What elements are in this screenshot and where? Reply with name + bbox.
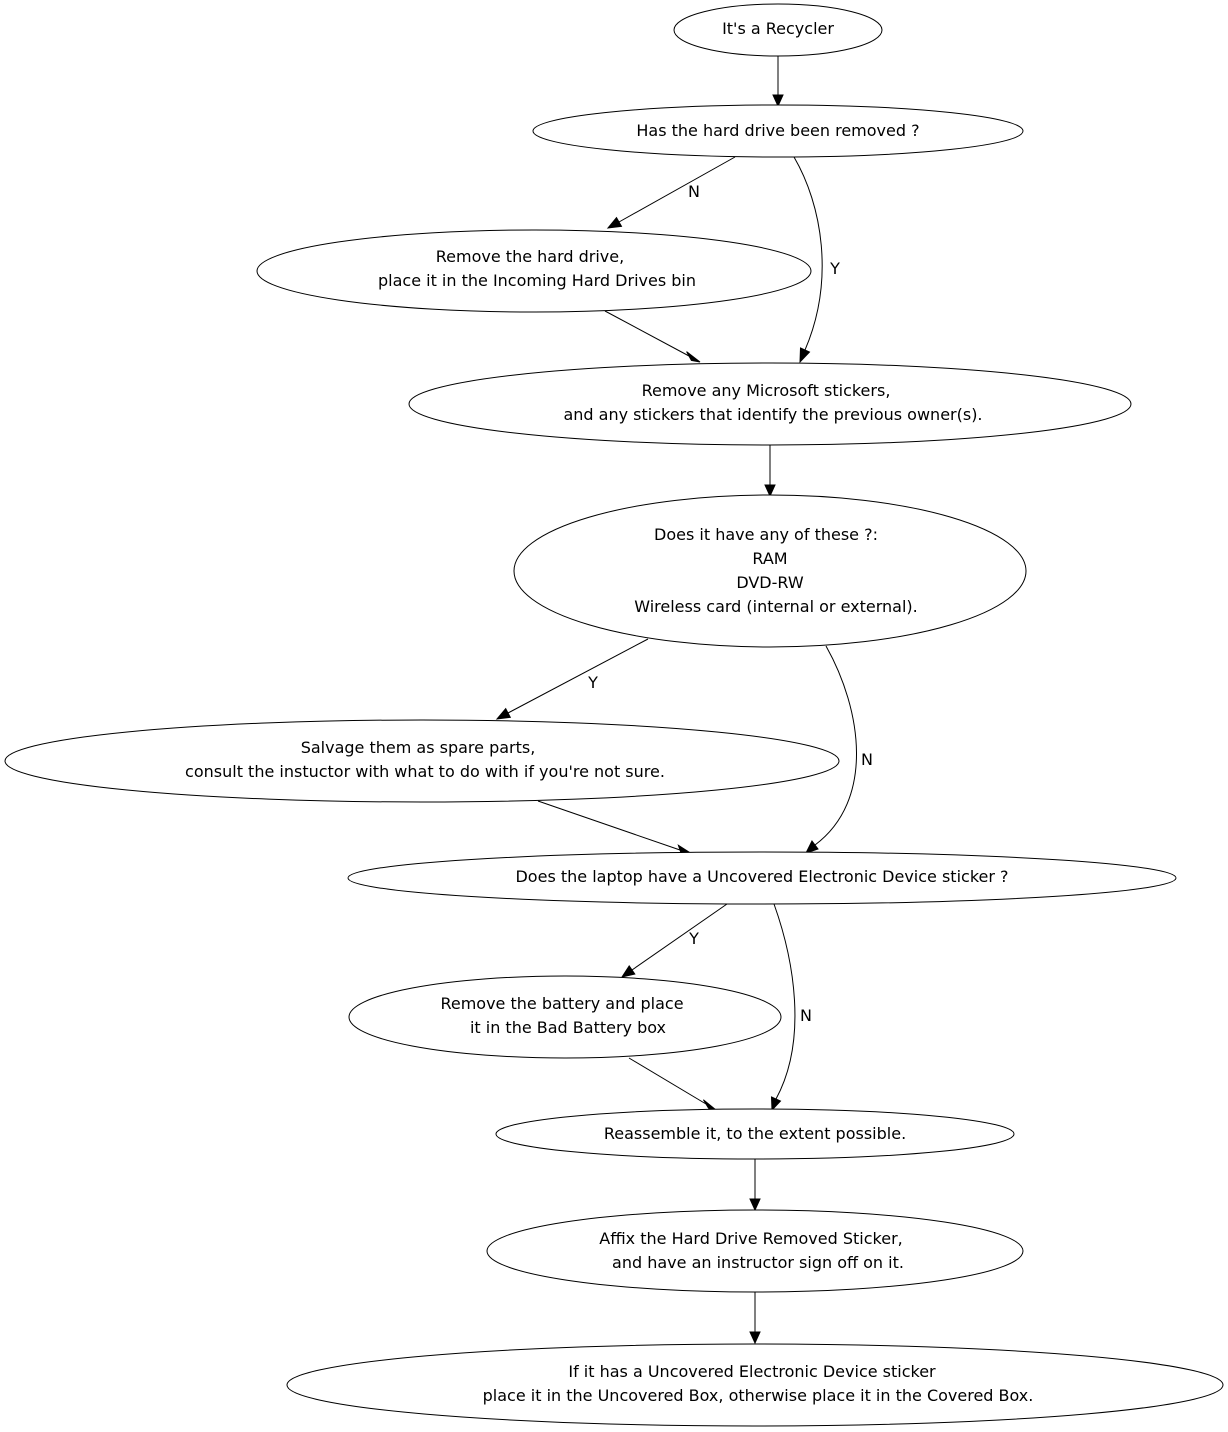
node-sticker-question-line: Does the laptop have a Uncovered Electro… bbox=[515, 867, 1008, 886]
node-affix-sticker-line-1: Affix the Hard Drive Removed Sticker, bbox=[599, 1229, 902, 1248]
edge-label-n: N bbox=[800, 1006, 812, 1025]
node-final-box-line-1: If it has a Uncovered Electronic Device … bbox=[568, 1362, 936, 1381]
node-affix-sticker: Affix the Hard Drive Removed Sticker, an… bbox=[486, 1209, 1024, 1293]
node-remove-stickers-line-1: Remove any Microsoft stickers, bbox=[642, 381, 891, 400]
edge-sticker-q-to-remove-battery: Y bbox=[620, 903, 728, 978]
node-salvage-parts-line-2: consult the instuctor with what to do wi… bbox=[185, 762, 665, 781]
node-remove-stickers: Remove any Microsoft stickers, and any s… bbox=[408, 362, 1132, 446]
node-salvage-parts: Salvage them as spare parts, consult the… bbox=[4, 719, 840, 803]
edge-label-n: N bbox=[861, 750, 873, 769]
node-hd-removed-question-line: Has the hard drive been removed ? bbox=[636, 121, 919, 140]
node-remove-hard-drive-line-2: place it in the Incoming Hard Drives bin bbox=[378, 271, 696, 290]
node-start-line: It's a Recycler bbox=[722, 19, 834, 38]
node-final-box: If it has a Uncovered Electronic Device … bbox=[286, 1343, 1224, 1427]
node-salvage-parts-line-1: Salvage them as spare parts, bbox=[301, 738, 536, 757]
node-final-box-line-2: place it in the Uncovered Box, otherwise… bbox=[483, 1386, 1034, 1405]
node-parts-question-line-3: DVD-RW bbox=[736, 573, 804, 592]
edge-label-y: Y bbox=[829, 259, 840, 278]
node-affix-sticker-line-2: and have an instructor sign off on it. bbox=[612, 1253, 904, 1272]
node-parts-question-line-4: Wireless card (internal or external). bbox=[634, 597, 918, 616]
node-reassemble: Reassemble it, to the extent possible. bbox=[495, 1108, 1015, 1160]
edge-sticker-q-to-reassemble: N bbox=[770, 903, 812, 1112]
node-parts-question-line-2: RAM bbox=[752, 549, 787, 568]
node-remove-battery: Remove the battery and place it in the B… bbox=[348, 975, 782, 1059]
node-remove-hard-drive: Remove the hard drive, place it in the I… bbox=[256, 229, 812, 313]
node-sticker-question: Does the laptop have a Uncovered Electro… bbox=[347, 851, 1177, 905]
node-remove-battery-line-2: it in the Bad Battery box bbox=[470, 1018, 666, 1037]
edge-label-n: N bbox=[688, 182, 700, 201]
node-hd-removed-question: Has the hard drive been removed ? bbox=[532, 104, 1024, 158]
node-start: It's a Recycler bbox=[673, 3, 883, 57]
edge-start-to-hd-removed-q bbox=[772, 56, 784, 108]
edge-label-y: Y bbox=[688, 929, 699, 948]
edge-parts-q-to-salvage: Y bbox=[495, 638, 649, 720]
edge-label-y: Y bbox=[587, 673, 598, 692]
edge-remove-hd-to-remove-stickers bbox=[604, 310, 701, 363]
edge-remove-battery-to-reassemble bbox=[628, 1057, 717, 1111]
node-remove-stickers-line-2: and any stickers that identify the previ… bbox=[563, 405, 982, 424]
edge-hd-removed-q-to-remove-hd: N bbox=[606, 156, 736, 229]
nodes: It's a Recycler Has the hard drive been … bbox=[4, 3, 1224, 1427]
node-reassemble-line: Reassemble it, to the extent possible. bbox=[604, 1124, 906, 1143]
edge-parts-q-to-sticker-q: N bbox=[805, 645, 873, 854]
edge-reassemble-to-affix bbox=[749, 1159, 761, 1212]
node-remove-battery-line-1: Remove the battery and place bbox=[440, 994, 683, 1013]
node-parts-question: Does it have any of these ?: RAM DVD-RW … bbox=[513, 494, 1027, 648]
node-parts-question-line-1: Does it have any of these ?: bbox=[654, 525, 878, 544]
node-remove-hard-drive-line-1: Remove the hard drive, bbox=[436, 247, 624, 266]
edge-hd-removed-q-to-remove-stickers: Y bbox=[793, 156, 840, 364]
edge-salvage-to-sticker-q bbox=[537, 800, 694, 856]
edge-affix-to-final bbox=[749, 1292, 761, 1345]
edge-remove-stickers-to-parts-q bbox=[764, 445, 776, 498]
